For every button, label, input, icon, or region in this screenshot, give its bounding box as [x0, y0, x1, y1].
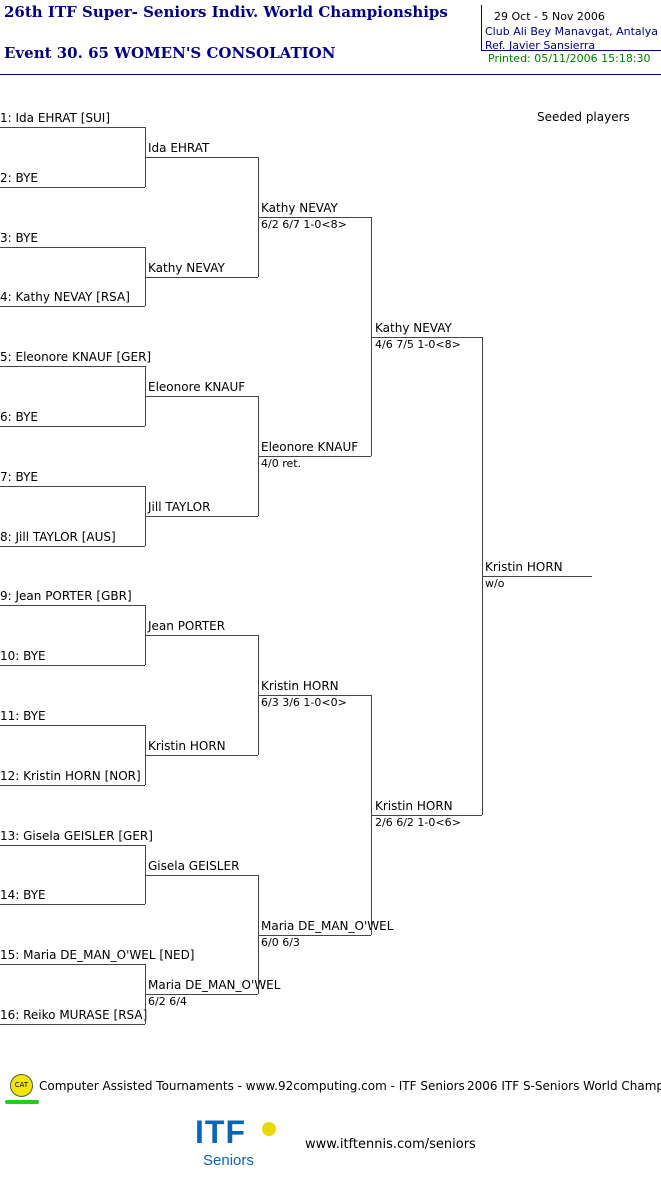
bracket-connector: [258, 875, 259, 994]
round2-player: Kathy NEVAY: [148, 261, 225, 275]
draw-entry: 2: BYE: [0, 171, 38, 185]
draw-line: [0, 247, 145, 248]
event-dates: 29 Oct - 5 Nov 2006: [494, 10, 605, 23]
draw-line: [0, 187, 145, 188]
draw-entry: 9: Jean PORTER [GBR]: [0, 589, 132, 603]
semifinal-player: Kathy NEVAY: [375, 321, 452, 335]
draw-entry: 11: BYE: [0, 709, 46, 723]
bracket-connector: [371, 217, 372, 456]
draw-entry: 15: Maria DE_MAN_O'WEL [NED]: [0, 948, 195, 962]
round2-player: Maria DE_MAN_O'WEL: [148, 978, 281, 992]
draw-line: [0, 845, 145, 846]
bracket-connector: [145, 247, 146, 306]
round3-score: 6/2 6/7 1-0<8>: [261, 218, 347, 231]
tennis-ball-icon: [262, 1122, 276, 1136]
semifinal-score: 4/6 7/5 1-0<8>: [375, 338, 461, 351]
semifinal-line: [371, 337, 482, 338]
round2-line: [145, 755, 258, 756]
draw-line: [0, 725, 145, 726]
draw-line: [0, 605, 145, 606]
footer-event-name: 2006 ITF S-Seniors World Champ: [467, 1079, 661, 1093]
round2-line: [145, 994, 258, 995]
itf-logo-text: ITF: [195, 1114, 246, 1150]
draw-line: [0, 306, 145, 307]
round3-score: 6/0 6/3: [261, 936, 300, 949]
event-referee: Ref. Javier Sansierra: [485, 39, 596, 51]
itf-website[interactable]: www.itftennis.com/seniors: [305, 1137, 476, 1152]
round3-player: Maria DE_MAN_O'WEL: [261, 919, 394, 933]
draw-entry: 12: Kristin HORN [NOR]: [0, 769, 141, 783]
round2-line: [145, 875, 258, 876]
winner-name: Kristin HORN: [485, 560, 563, 574]
round3-player: Kathy NEVAY: [261, 201, 338, 215]
draw-entry: 4: Kathy NEVAY [RSA]: [0, 290, 130, 304]
draw-line: [0, 904, 145, 905]
draw-line: [0, 546, 145, 547]
round2-line: [145, 635, 258, 636]
draw-entry: 8: Jill TAYLOR [AUS]: [0, 530, 116, 544]
round3-line: [258, 456, 371, 457]
round3-player: Eleonore KNAUF: [261, 440, 359, 454]
bracket-connector: [145, 845, 146, 904]
draw-line: [0, 426, 145, 427]
printed-timestamp: Printed: 05/11/2006 15:18:30: [488, 52, 651, 65]
draw-line: [0, 785, 145, 786]
draw-line: [0, 486, 145, 487]
draw-entry: 16: Reiko MURASE [RSA]: [0, 1008, 148, 1022]
semifinal-line: [371, 815, 482, 816]
draw-line: [0, 1024, 145, 1025]
round2-player: Kristin HORN: [148, 739, 226, 753]
round2-line: [145, 516, 258, 517]
round3-player: Kristin HORN: [261, 679, 339, 693]
round3-line: [258, 695, 371, 696]
round3-score: 6/3 3/6 1-0<0>: [261, 696, 347, 709]
draw-entry: 5: Eleonore KNAUF [GER]: [0, 350, 152, 364]
round2-player: Eleonore KNAUF: [148, 380, 246, 394]
draw-line: [0, 366, 145, 367]
cat-badge: CAT: [10, 1074, 33, 1097]
draw-line: [0, 964, 145, 965]
round2-player: Gisela GEISLER: [148, 859, 240, 873]
draw-line: [0, 127, 145, 128]
draw-entry: 3: BYE: [0, 231, 38, 245]
header-divider: [0, 74, 661, 75]
round2-player: Ida EHRAT: [148, 141, 210, 155]
round2-line: [145, 157, 258, 158]
round2-score: 6/2 6/4: [148, 995, 187, 1008]
cat-badge-text: CAT: [14, 1081, 29, 1089]
semifinal-score: 2/6 6/2 1-0<6>: [375, 816, 461, 829]
round2-line: [145, 277, 258, 278]
draw-entry: 6: BYE: [0, 410, 38, 424]
tournament-title: 26th ITF Super- Seniors Indiv. World Cha…: [4, 3, 448, 21]
round3-score: 4/0 ret.: [261, 457, 302, 470]
itf-logo: ITF Seniors: [195, 1114, 285, 1174]
draw-entry: 13: Gisela GEISLER [GER]: [0, 829, 153, 843]
seeded-players-label: Seeded players: [537, 110, 630, 124]
semifinal-player: Kristin HORN: [375, 799, 453, 813]
draw-entry: 10: BYE: [0, 649, 46, 663]
draw-entry: 1: Ida EHRAT [SUI]: [0, 111, 110, 125]
event-title: Event 30. 65 WOMEN'S CONSOLATION: [4, 44, 336, 62]
event-venue: Club Ali Bey Manavgat, Antalya: [485, 25, 658, 38]
draw-entry: 7: BYE: [0, 470, 38, 484]
info-box: [481, 5, 661, 51]
winner-line: [482, 576, 592, 577]
cat-underline: [5, 1100, 39, 1104]
itf-logo-seniors: Seniors: [203, 1152, 254, 1169]
winner-score: w/o: [485, 577, 505, 590]
cat-credit-text: Computer Assisted Tournaments - www.92co…: [39, 1079, 465, 1093]
round2-line: [145, 396, 258, 397]
round3-line: [258, 217, 371, 218]
round2-player: Jill TAYLOR: [148, 500, 211, 514]
round2-player: Jean PORTER: [148, 619, 226, 633]
round3-line: [258, 935, 371, 936]
draw-line: [0, 665, 145, 666]
draw-entry: 14: BYE: [0, 888, 46, 902]
